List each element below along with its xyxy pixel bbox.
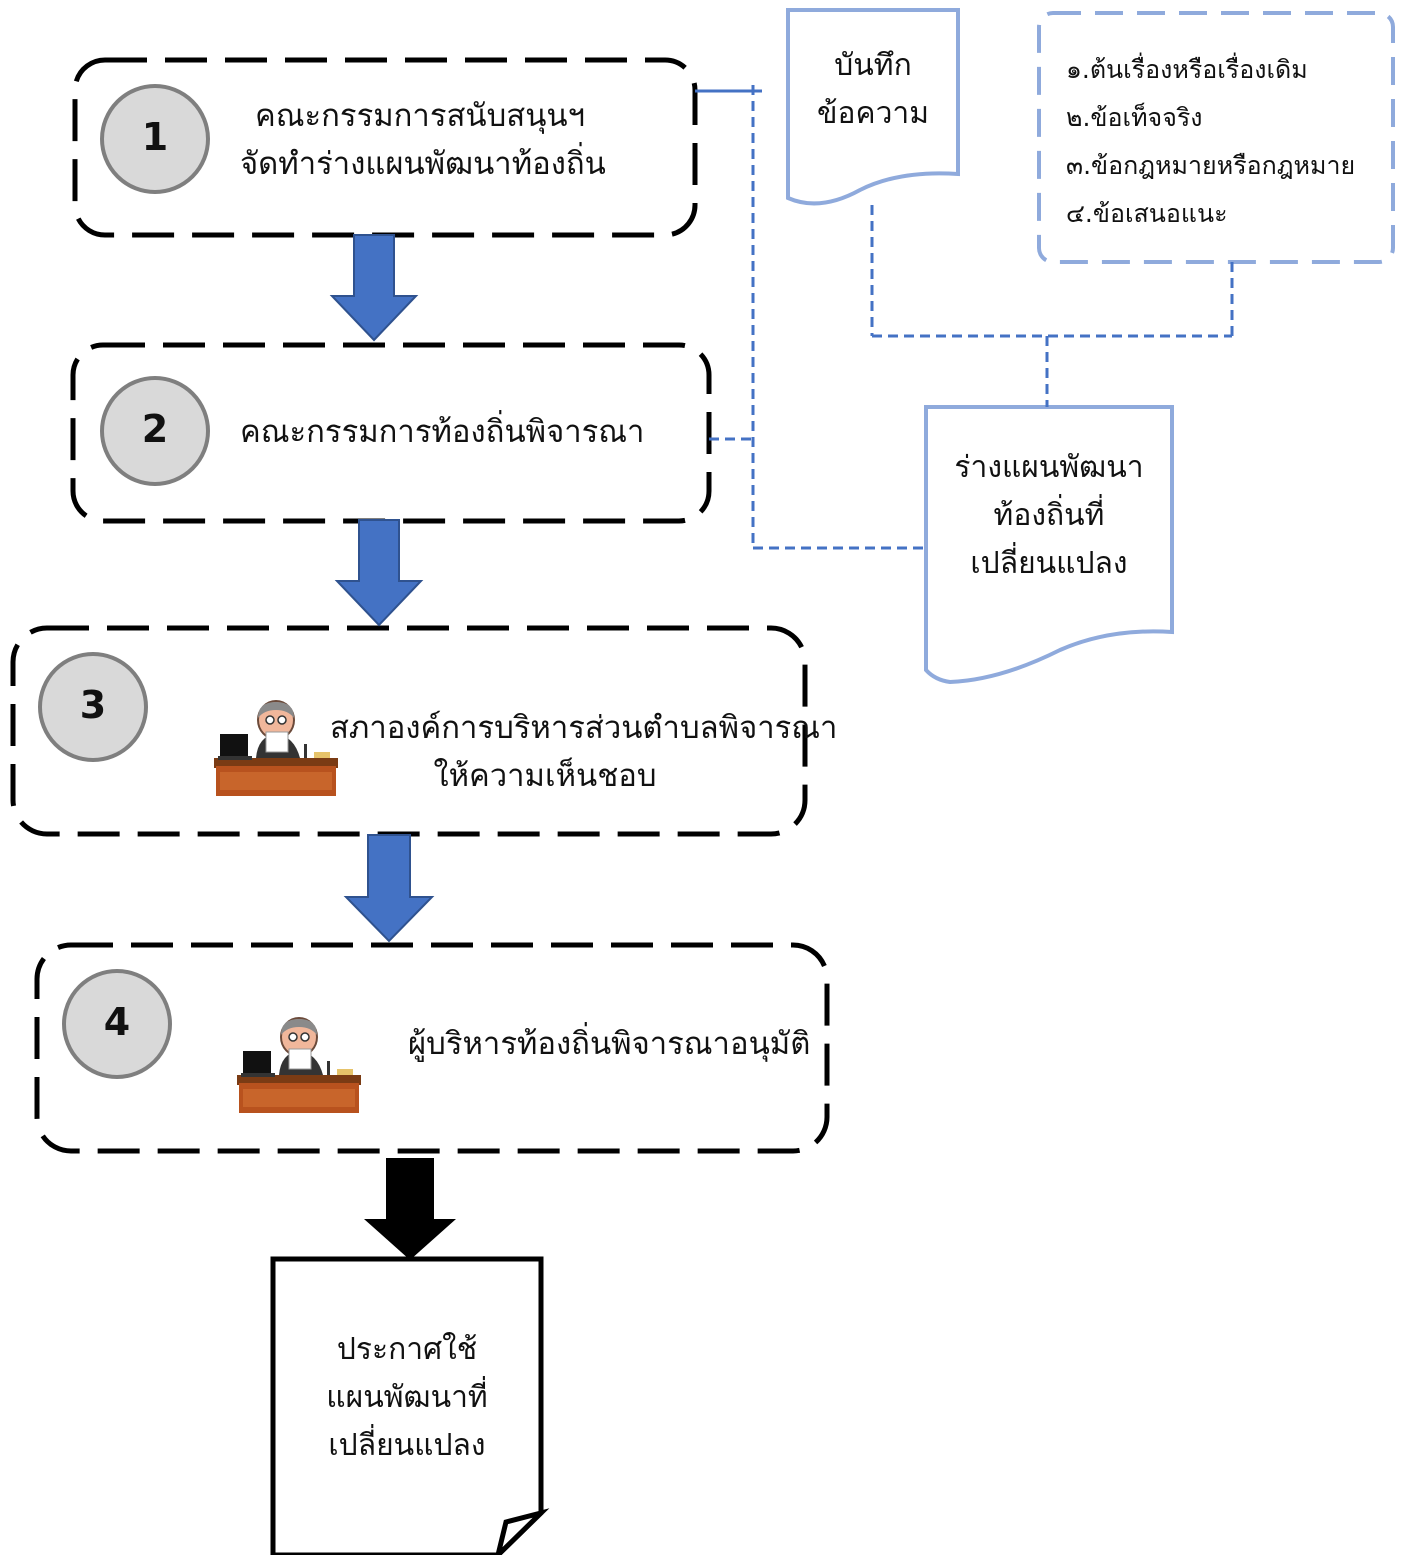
arrow-2-to-3 [334, 519, 424, 627]
step-1-label: คณะกรรมการสนับสนุนฯ จัดทำร่างแผนพัฒนาท้อ… [240, 92, 606, 188]
arrow-3-to-4 [343, 834, 435, 943]
final-line-2: แผนพัฒนาที่ [326, 1380, 488, 1415]
memo-contents-list: ๑.ต้นเรื่องหรือเรื่องเดิม ๒.ข้อเท็จจริง … [1066, 46, 1355, 238]
draft-line-2: ท้องถิ่นที่ [993, 498, 1105, 533]
step-1-line-1: คณะกรรมการสนับสนุนฯ [255, 98, 585, 134]
step-1-number: 1 [141, 115, 169, 159]
final-document-label: ประกาศใช้ แผนพัฒนาที่ เปลี่ยนแปลง [273, 1326, 541, 1470]
step-2-label: คณะกรรมการท้องถิ่นพิจารณา [240, 408, 645, 456]
draft-line-1: ร่างแผนพัฒนา [954, 450, 1144, 485]
final-document-fold [495, 1508, 550, 1555]
draft-document-label: ร่างแผนพัฒนา ท้องถิ่นที่ เปลี่ยนแปลง [926, 444, 1172, 588]
arrow-4-to-final [364, 1158, 456, 1260]
memo-document [786, 8, 960, 206]
step-3-circle [38, 652, 148, 762]
memo-contents-item: ๒.ข้อเท็จจริง [1066, 103, 1203, 132]
memo-contents-item: ๓.ข้อกฎหมายหรือกฎหมาย [1066, 151, 1356, 180]
final-line-3: เปลี่ยนแปลง [328, 1428, 486, 1463]
step-4-box [34, 942, 830, 1154]
step-2-line-1: คณะกรรมการท้องถิ่นพิจารณา [240, 414, 645, 450]
step-2-circle [100, 376, 210, 486]
arrow-1-to-2 [329, 234, 419, 342]
step-3-line-1: สภาองค์การบริหารส่วนตำบลพิจารณา [330, 710, 838, 746]
final-line-1: ประกาศใช้ [336, 1332, 478, 1367]
draft-document [924, 405, 1174, 685]
memo-document-label: บันทึก ข้อความ [788, 42, 958, 138]
step-2-number: 2 [141, 407, 169, 451]
official-at-desk-icon [236, 1017, 362, 1114]
step-4-label: ผู้บริหารท้องถิ่นพิจารณาอนุมัติ [408, 1020, 811, 1068]
step-4-line-1: ผู้บริหารท้องถิ่นพิจารณาอนุมัติ [408, 1026, 811, 1062]
step-4-circle [62, 969, 172, 1079]
memo-line-1: บันทึก [834, 48, 912, 83]
step-4-number: 4 [103, 1000, 131, 1044]
step-3-label: สภาองค์การบริหารส่วนตำบลพิจารณา ให้ความเ… [330, 704, 838, 800]
step-3-line-2: ให้ความเห็นชอบ [433, 758, 657, 794]
memo-contents-item: ๑.ต้นเรื่องหรือเรื่องเดิม [1066, 55, 1308, 84]
step-1-line-2: จัดทำร่างแผนพัฒนาท้องถิ่น [240, 146, 606, 182]
step-2-box [70, 342, 712, 524]
draft-line-3: เปลี่ยนแปลง [970, 546, 1128, 581]
memo-contents-item: ๔.ข้อเสนอแนะ [1066, 199, 1228, 228]
step-1-circle [100, 84, 210, 194]
memo-line-2: ข้อความ [816, 96, 930, 131]
official-at-desk-icon [213, 700, 339, 797]
step-3-number: 3 [79, 683, 107, 727]
